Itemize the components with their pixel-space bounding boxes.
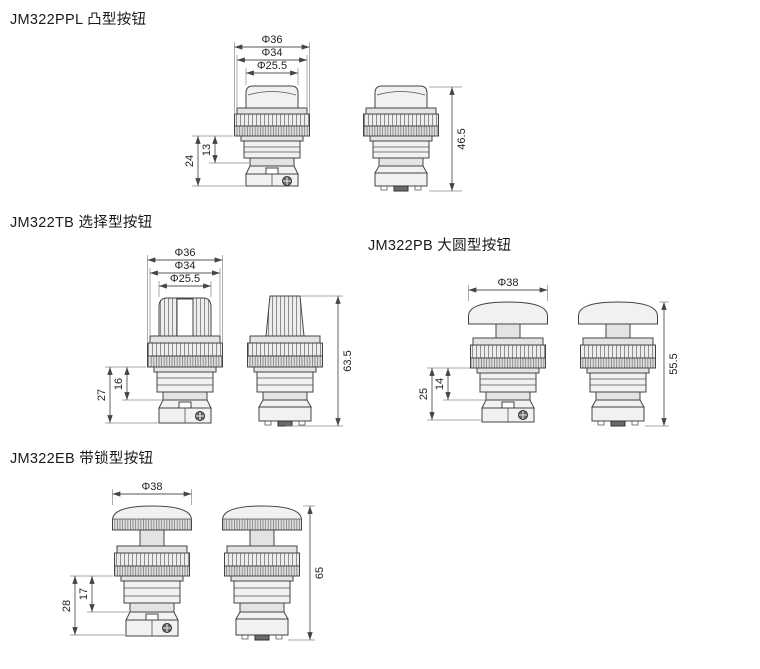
pb-dim-total-height: 55.5: [668, 353, 680, 374]
terminal-block: [393, 185, 409, 192]
ppl-dim-cap-diameter: Φ25.5: [257, 60, 287, 72]
tb-dim-outer-diameter: Φ36: [174, 247, 195, 259]
pb-dim-height-inner: 14: [434, 378, 446, 390]
eb-dim-cap-diameter: Φ38: [141, 481, 162, 493]
ppl-dim-height-outer: 24: [184, 155, 196, 167]
eb-dim-height-inner: 17: [78, 588, 90, 600]
screw-icon: [162, 623, 172, 633]
pb-height-dimension: 55.5: [645, 301, 680, 427]
eb-left-dimensions: 17 28: [61, 575, 129, 636]
pb-dim-height-outer: 25: [418, 388, 430, 400]
terminal-block: [610, 420, 626, 427]
ppl-top-dimensions: Φ36 Φ34 Φ25.5: [234, 34, 310, 113]
tb-dim-total-height: 63.5: [342, 350, 354, 371]
ppl-front-view: [234, 85, 310, 187]
pb-front-view: [468, 301, 548, 423]
eb-height-dimension: 65: [288, 505, 326, 641]
ppl-height-dimension: 46.5: [429, 86, 468, 192]
eb-dim-height-outer: 28: [61, 600, 73, 612]
eb-side-view: [222, 505, 302, 641]
tb-height-dimension: 63.5: [285, 295, 354, 427]
ppl-dim-mid-diameter: Φ34: [261, 47, 282, 59]
pb-left-dimensions: 14 25: [418, 367, 485, 421]
screw-icon: [518, 410, 528, 420]
ppl-dim-outer-diameter: Φ36: [261, 34, 282, 46]
ppl-left-dimensions: 13 24: [184, 135, 249, 187]
eb-dim-total-height: 65: [314, 567, 326, 579]
pb-top-dimensions: Φ38: [468, 277, 548, 301]
pb-dim-cap-diameter: Φ38: [497, 277, 518, 289]
section-title-pb: JM322PB 大圆型按钮: [368, 238, 512, 254]
section-title-ppl: JM322PPL 凸型按钮: [10, 12, 147, 28]
tb-front-view: [147, 297, 223, 424]
screw-icon: [195, 411, 205, 421]
terminal-block: [254, 634, 270, 641]
tb-side-view: [247, 295, 323, 427]
tb-dim-mid-diameter: Φ34: [174, 260, 195, 272]
screw-icon: [282, 176, 292, 186]
ppl-side-view: [363, 85, 439, 192]
ppl-dim-height-inner: 13: [201, 144, 213, 156]
pb-side-view: [578, 301, 658, 427]
section-title-tb: JM322TB 选择型按钮: [10, 215, 153, 231]
tb-left-dimensions: 16 27: [96, 366, 162, 424]
tb-dim-knob-diameter: Φ25.5: [170, 273, 200, 285]
terminal-block: [277, 420, 293, 427]
tb-top-dimensions: Φ36 Φ34 Φ25.5: [147, 247, 223, 342]
section-title-eb: JM322EB 带锁型按钮: [10, 451, 154, 467]
tb-dim-height-outer: 27: [96, 389, 108, 401]
eb-front-view: [112, 505, 192, 637]
ppl-dim-total-height: 46.5: [456, 128, 468, 149]
eb-top-dimensions: Φ38: [112, 481, 192, 505]
tb-dim-height-inner: 16: [113, 378, 125, 390]
